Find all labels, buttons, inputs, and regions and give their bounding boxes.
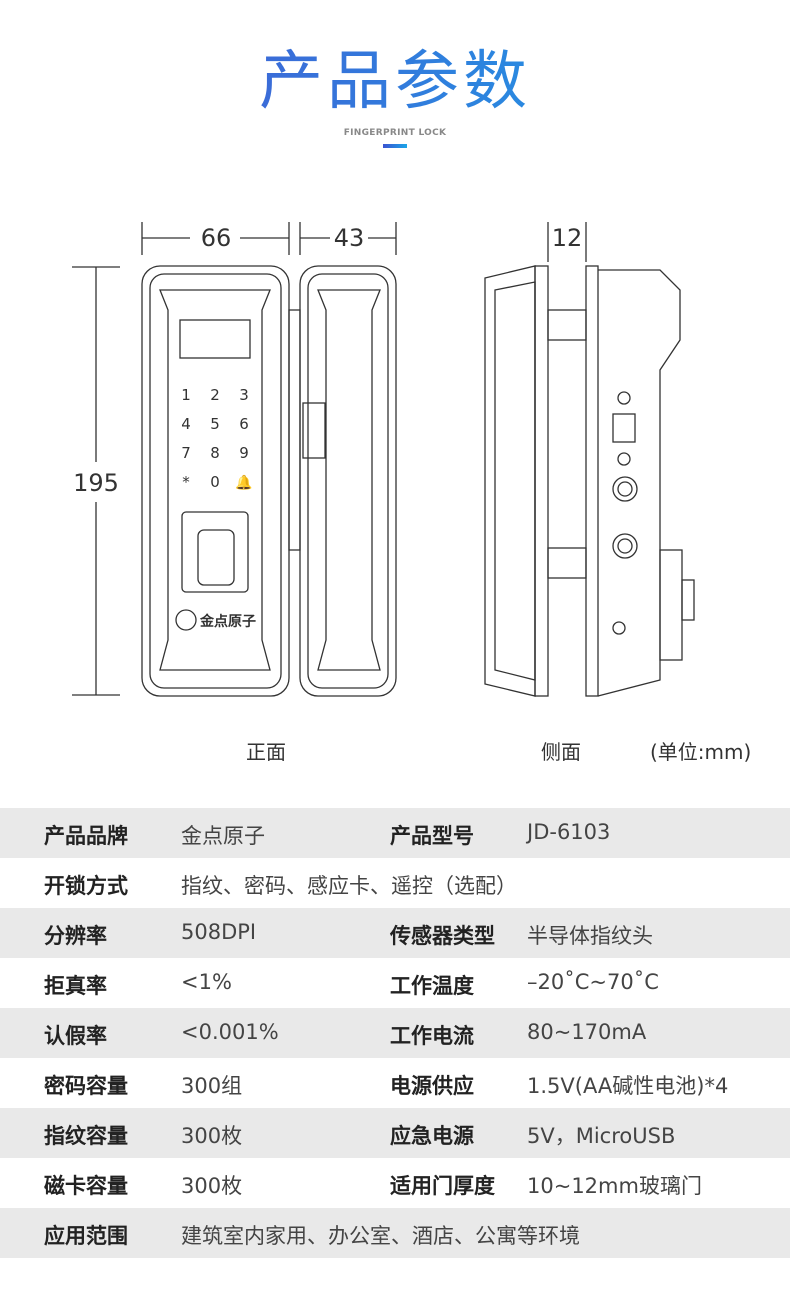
specs-6-k2: 应急电源 xyxy=(390,1124,474,1148)
specs-3-v2: –20˚C~70˚C xyxy=(527,970,659,994)
specs-1-k1: 开锁方式 xyxy=(44,874,128,898)
dim-side-width: 12 xyxy=(552,224,583,252)
page-title: 产品参数 xyxy=(0,30,790,122)
diagram-keypad-6: 7 xyxy=(181,444,191,462)
diagram-keypad-10: 0 xyxy=(210,473,220,491)
dim-glass-width: 43 xyxy=(334,224,365,252)
specs-7-v1: 300枚 xyxy=(181,1174,243,1198)
specs-7-k1: 磁卡容量 xyxy=(44,1174,128,1198)
specs-4-k1: 认假率 xyxy=(44,1024,107,1048)
specs-2-k2: 传感器类型 xyxy=(390,924,495,948)
specs-8-v1: 建筑室内家用、办公室、酒店、公寓等环境 xyxy=(181,1224,580,1248)
specs-6-v1: 300枚 xyxy=(181,1124,243,1148)
bell-icon: 🔔 xyxy=(235,474,252,491)
front-view-label: 正面 xyxy=(246,740,286,764)
diagram-keypad-7: 8 xyxy=(210,444,220,462)
front-view xyxy=(141,265,397,697)
diagram-keypad-2: 3 xyxy=(239,386,249,404)
keypad: 1 2 3 4 5 6 7 8 9 * 0 🔔 金点原子 xyxy=(181,386,256,630)
specs-5-k1: 密码容量 xyxy=(44,1074,128,1098)
diagram-keypad-5: 6 xyxy=(239,415,249,433)
side-view xyxy=(484,265,695,697)
specs-4-v1: <0.001% xyxy=(181,1020,279,1044)
specs-6-v2: 5V，MicroUSB xyxy=(527,1124,676,1148)
spec-row: 产品品牌 金点原子 产品型号 JD-6103 xyxy=(0,808,790,858)
dim-front-width: 66 xyxy=(201,224,232,252)
diagram-keypad-1: 2 xyxy=(210,386,220,404)
specs-5-v2: 1.5V(AA碱性电池)*4 xyxy=(527,1074,729,1098)
specs-0-k1: 产品品牌 xyxy=(44,824,128,848)
specs-4-k2: 工作电流 xyxy=(390,1024,474,1048)
specs-0-v1: 金点原子 xyxy=(181,824,265,848)
side-view-label: 侧面 xyxy=(541,740,581,764)
spec-row: 磁卡容量 300枚 适用门厚度 10~12mm玻璃门 xyxy=(0,1158,790,1208)
specs-0-v2: JD-6103 xyxy=(527,820,611,844)
diagram-keypad-9: * xyxy=(182,473,190,491)
specs-3-v1: <1% xyxy=(181,970,232,994)
diagram-keypad-4: 5 xyxy=(210,415,220,433)
spec-row: 应用范围 建筑室内家用、办公室、酒店、公寓等环境 xyxy=(0,1208,790,1258)
page-subtitle: FINGERPRINT LOCK xyxy=(343,128,447,138)
diagram-keypad-0: 1 xyxy=(181,386,191,404)
specs-5-v1: 300组 xyxy=(181,1074,243,1098)
specs-1-v1: 指纹、密码、感应卡、遥控（选配） xyxy=(181,874,517,898)
specs-4-v2: 80~170mA xyxy=(527,1020,647,1044)
dim-height: 195 xyxy=(73,469,119,497)
spec-row: 认假率 <0.001% 工作电流 80~170mA xyxy=(0,1008,790,1058)
brand-logo: 金点原子 xyxy=(199,613,256,630)
specs-3-k2: 工作温度 xyxy=(390,974,474,998)
spec-row: 分辨率 508DPI 传感器类型 半导体指纹头 xyxy=(0,908,790,958)
specs-5-k2: 电源供应 xyxy=(390,1074,474,1098)
dimension-lines xyxy=(72,222,587,696)
specs-6-k1: 指纹容量 xyxy=(44,1124,128,1148)
diagram-keypad-8: 9 xyxy=(239,444,249,462)
specs-7-k2: 适用门厚度 xyxy=(390,1174,495,1198)
unit-label: (单位:mm) xyxy=(650,740,752,764)
specs-3-k1: 拒真率 xyxy=(44,974,107,998)
specs-2-v1: 508DPI xyxy=(181,920,257,944)
specs-2-k1: 分辨率 xyxy=(44,924,107,948)
spec-row: 开锁方式 指纹、密码、感应卡、遥控（选配） xyxy=(0,858,790,908)
specs-8-k1: 应用范围 xyxy=(44,1224,128,1248)
spec-row: 指纹容量 300枚 应急电源 5V，MicroUSB xyxy=(0,1108,790,1158)
spec-row: 密码容量 300组 电源供应 1.5V(AA碱性电池)*4 xyxy=(0,1058,790,1108)
diagram-keypad-3: 4 xyxy=(181,415,191,433)
spec-row: 拒真率 <1% 工作温度 –20˚C~70˚C xyxy=(0,958,790,1008)
specs-2-v2: 半导体指纹头 xyxy=(527,924,653,948)
specs-0-k2: 产品型号 xyxy=(390,824,474,848)
specs-7-v2: 10~12mm玻璃门 xyxy=(527,1174,702,1198)
title-underline xyxy=(383,144,407,148)
